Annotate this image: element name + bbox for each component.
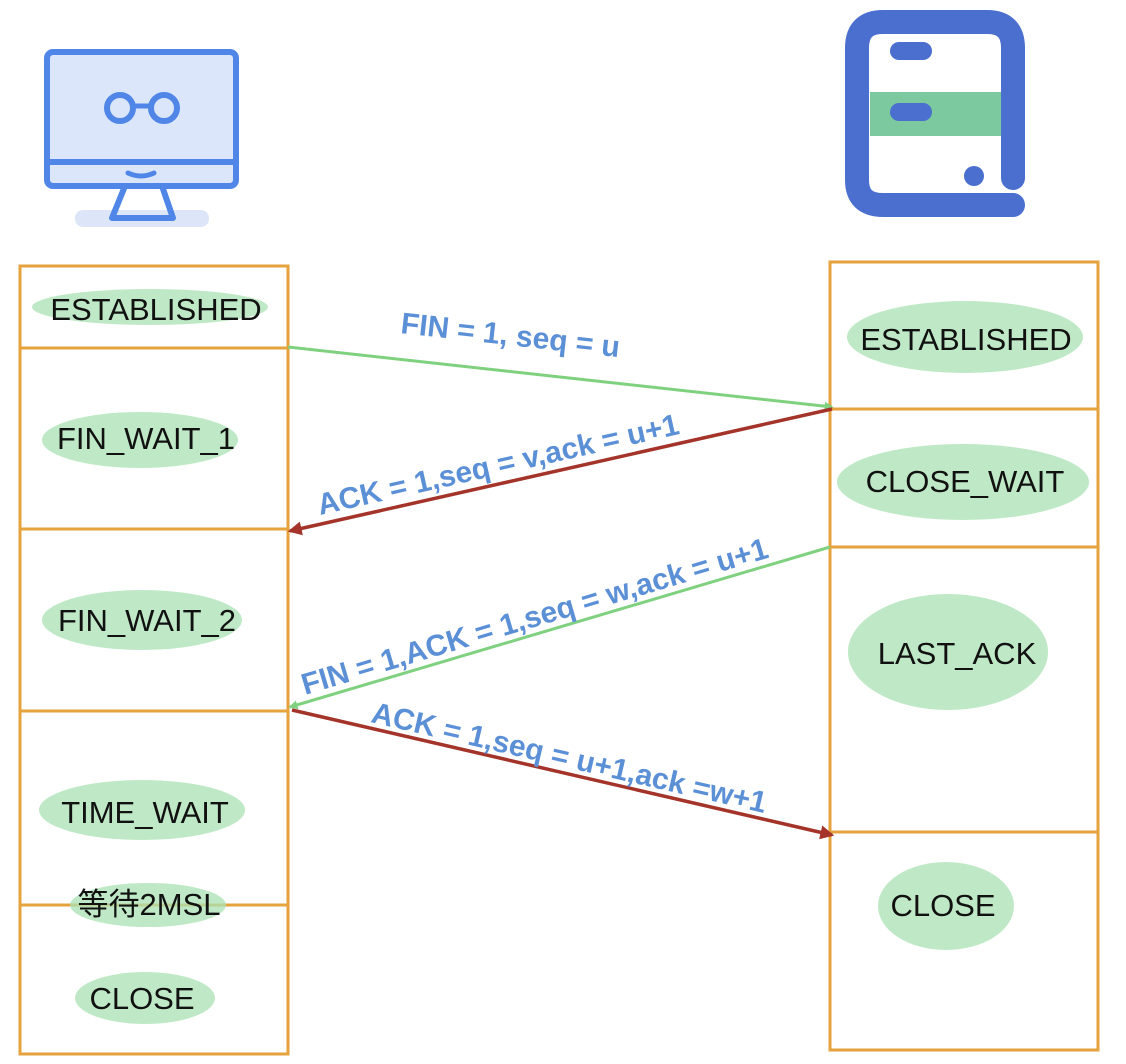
- server-state-close: CLOSE: [890, 888, 995, 923]
- message-label-fin: FIN = 1, seq = u: [399, 307, 621, 364]
- client-state-established: ESTABLISHED: [50, 292, 261, 327]
- message-label-final-ack: ACK = 1,seq = u+1,ack =w+1: [368, 697, 769, 820]
- client-label-wait-2msl: 等待2MSL: [78, 887, 221, 922]
- message-label-fin-ack: FIN = 1,ACK = 1,seq = w,ack = u+1: [298, 532, 772, 701]
- client-state-fin-wait-1: FIN_WAIT_1: [57, 421, 235, 456]
- client-state-fin-wait-2: FIN_WAIT_2: [58, 603, 236, 638]
- arrow-final-ack-client-to-server: [291, 708, 835, 840]
- desktop-monitor-with-glasses-icon: [44, 49, 239, 227]
- message-label-ack: ACK = 1,seq = v,ack = u+1: [314, 408, 682, 521]
- server-state-established: ESTABLISHED: [860, 322, 1071, 357]
- server-state-close-wait: CLOSE_WAIT: [866, 464, 1065, 499]
- server-state-last-ack: LAST_ACK: [878, 636, 1037, 671]
- server-state-column: [828, 260, 1100, 1052]
- server-rack-icon: [845, 10, 1025, 217]
- server-highlights: [837, 301, 1089, 950]
- client-state-close: CLOSE: [89, 981, 194, 1016]
- arrow-ack-server-to-client: [287, 407, 833, 536]
- arrow-fin-ack-server-to-client: [288, 545, 831, 710]
- client-state-column: [18, 264, 290, 1056]
- client-state-time-wait: TIME_WAIT: [61, 795, 229, 830]
- client-highlights: [32, 289, 268, 1024]
- arrow-fin-client-to-server: [287, 345, 834, 411]
